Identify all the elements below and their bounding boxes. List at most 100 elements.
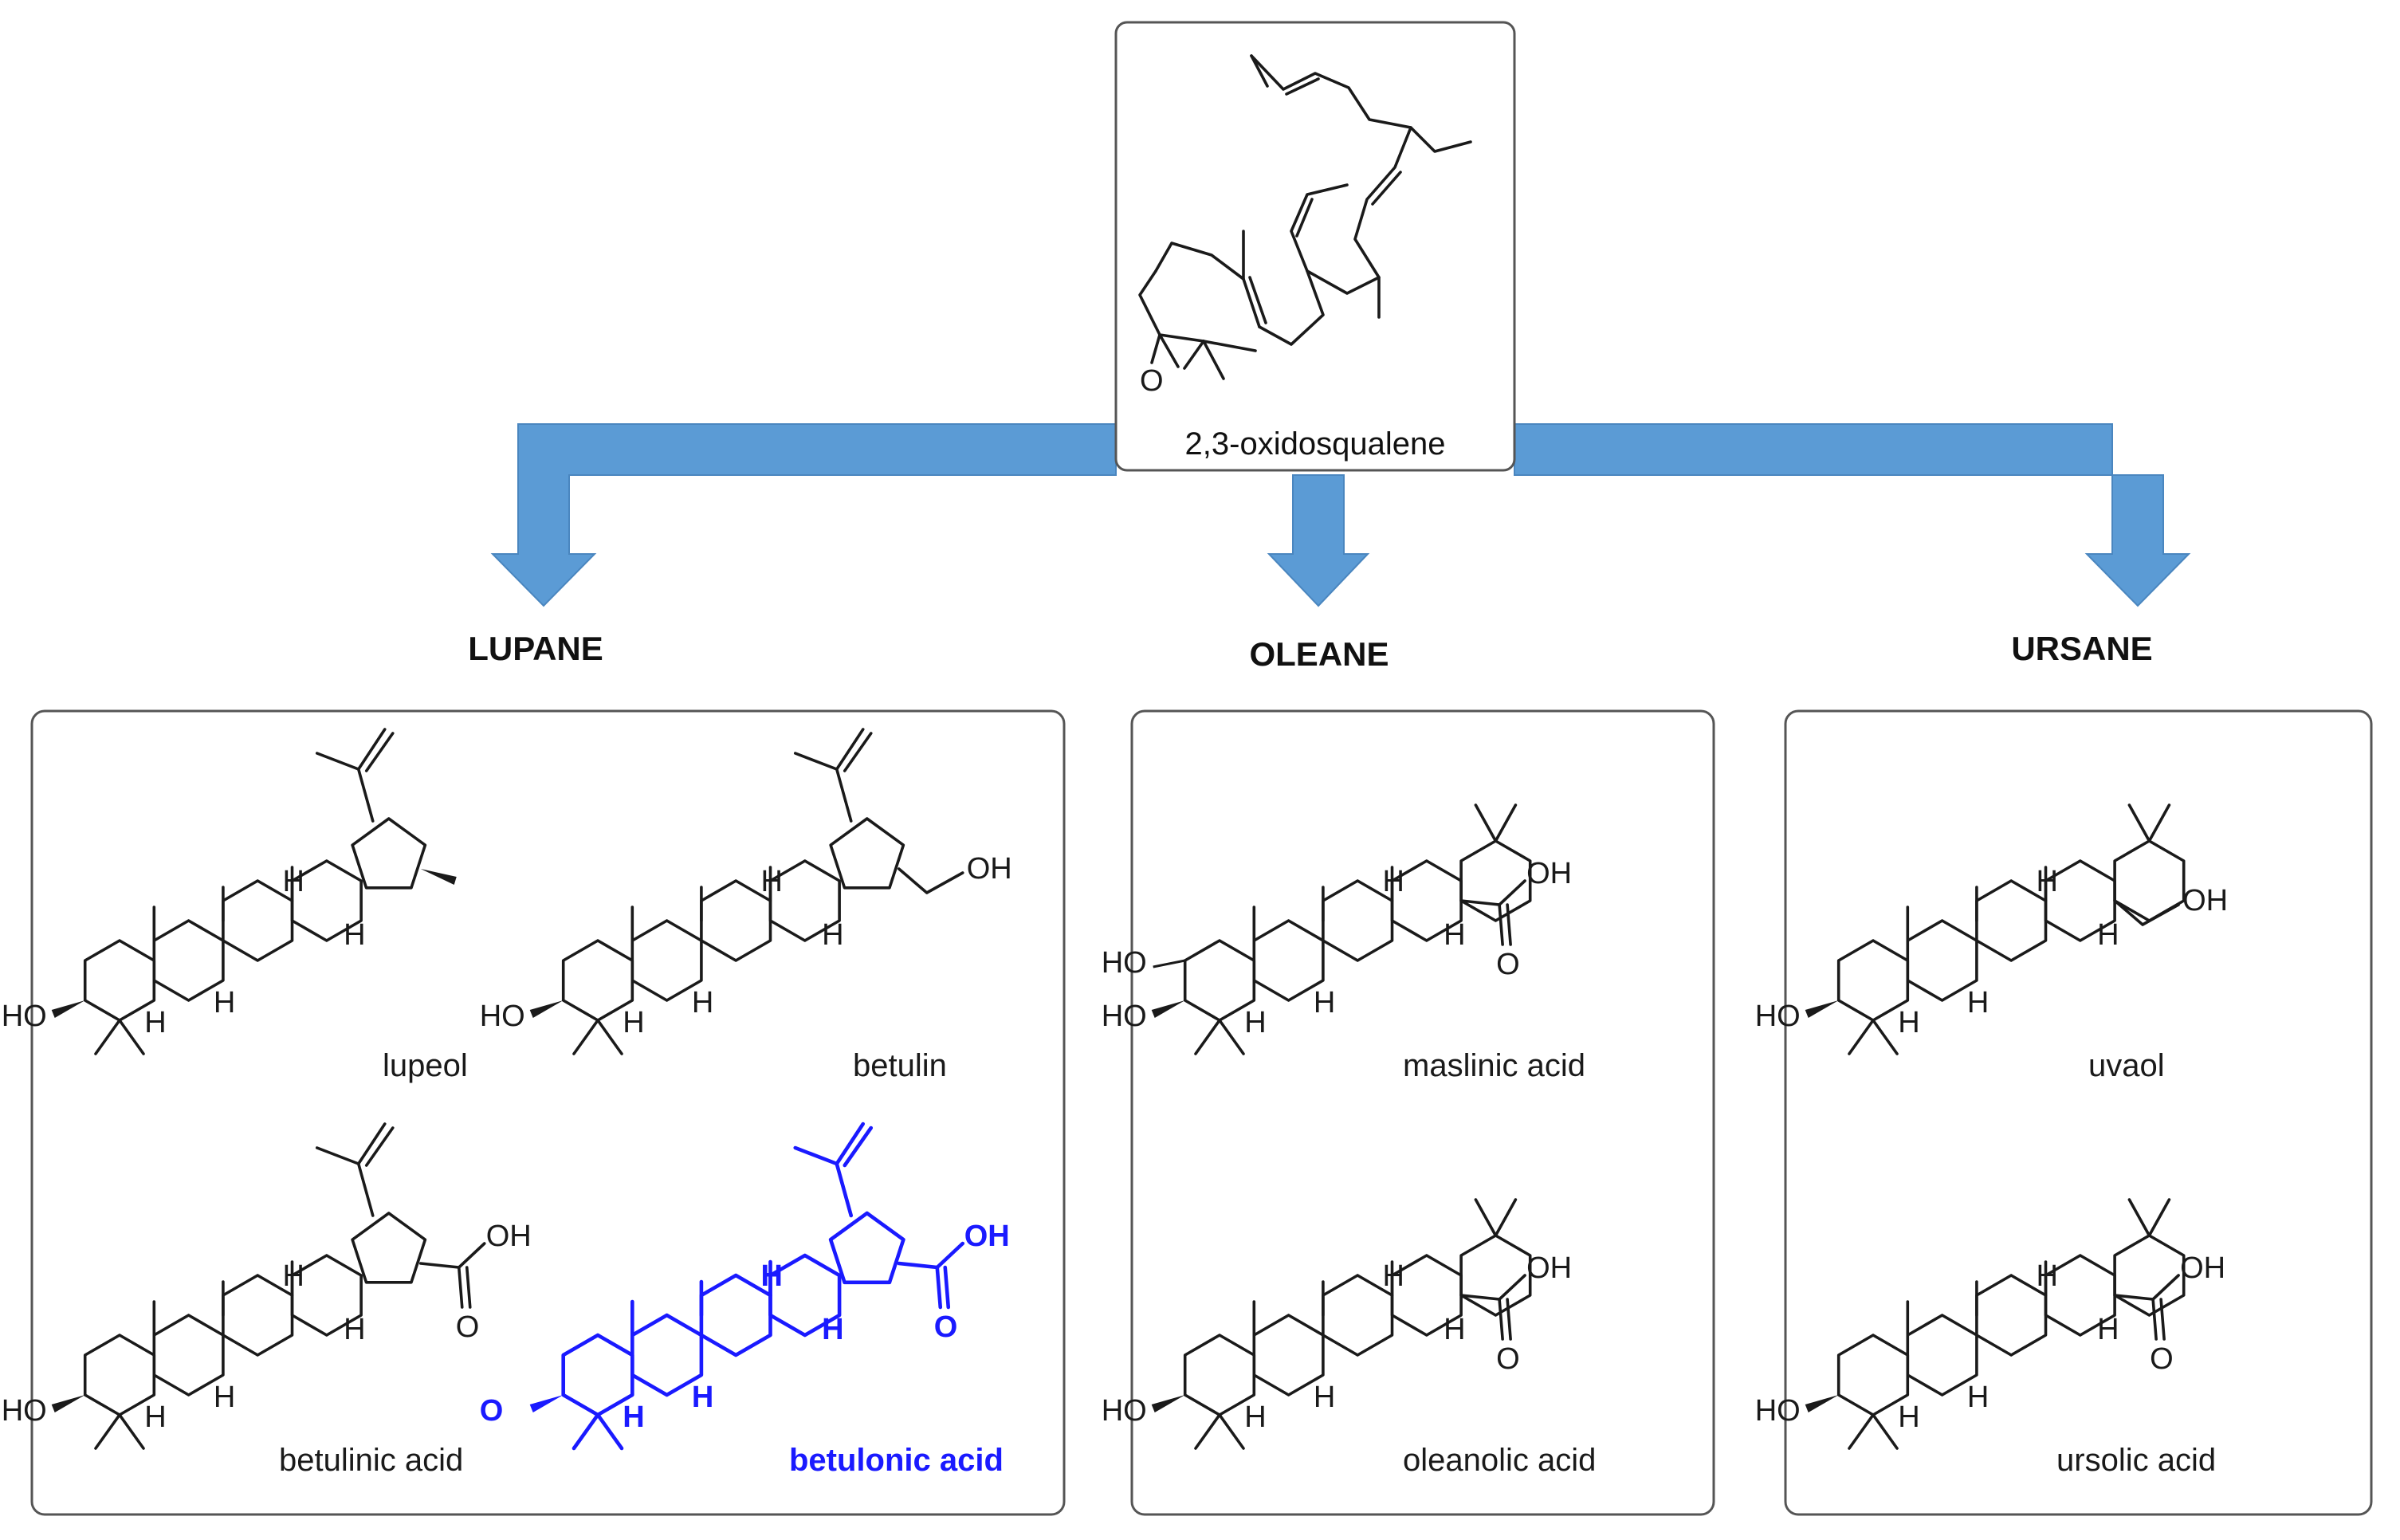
c3-substituent-label: HO: [2, 1394, 47, 1428]
compound-name: betulinic acid: [279, 1443, 463, 1478]
h-atom-label: H: [1967, 986, 1989, 1019]
carboxyl-bond: [1459, 1294, 1501, 1301]
methyl-wedge: [420, 869, 457, 885]
arrow-to-lupane: [490, 423, 1117, 607]
methyl-bond: [572, 1412, 600, 1451]
c3-substituent-label: HO: [1755, 1000, 1801, 1033]
h-atom-label: H: [761, 865, 783, 898]
methyl-bond: [1872, 1019, 1899, 1055]
oh-label: OH: [964, 1220, 1010, 1253]
family-label-ursane: URSANE: [2011, 630, 2152, 667]
h-atom-label: H: [1314, 1381, 1335, 1414]
oxidosqualene-structure: O: [1138, 54, 1472, 398]
h-atom-label: H: [144, 1006, 166, 1039]
carboxyl-bond: [897, 1261, 940, 1270]
methyl-bond: [1218, 1413, 1245, 1450]
methyl-bond: [1194, 1413, 1221, 1450]
methyl-bond: [1848, 1019, 1875, 1055]
carbonyl-bond: [1498, 903, 1504, 946]
h-atom-label: H: [2097, 918, 2119, 952]
hash-bond: [1153, 959, 1185, 968]
carbonyl-bond: [465, 1266, 472, 1309]
methyl-bond: [1474, 803, 1498, 843]
arrow-to-ursane: [1514, 423, 2191, 607]
carboxyl-bond: [1459, 899, 1501, 906]
carbonyl-bond: [1498, 1298, 1504, 1341]
h-atom-label: H: [214, 986, 235, 1019]
oh-label: OH: [967, 852, 1012, 886]
isopropenyl-bond: [364, 1126, 395, 1167]
methyl-bond: [94, 1019, 121, 1055]
wedge-bond: [1805, 1000, 1839, 1018]
ring-bond: [351, 817, 427, 890]
oh-label: OH: [486, 1220, 532, 1253]
o-label: O: [2150, 1342, 2174, 1376]
methyl-bond: [1494, 1198, 1518, 1237]
hydroxymethyl-bond: [897, 867, 964, 894]
h-atom-label: H: [283, 1259, 304, 1293]
wedge-bond: [529, 1395, 564, 1412]
precursor-o-atom: O: [1140, 364, 1164, 398]
h-atom-label: H: [1967, 1381, 1989, 1414]
lupane-panel: [30, 709, 1066, 1516]
methyl-bond: [2127, 1198, 2151, 1237]
wedge-bond: [51, 1395, 85, 1412]
arrow-to-oleane: [1267, 474, 1370, 607]
methyl-bond: [572, 1019, 599, 1055]
carboxyl-bond: [2113, 1294, 2155, 1301]
ursane-panel: [1784, 709, 2373, 1516]
h-atom-label: H: [623, 1401, 644, 1434]
isopropenyl-bond: [356, 728, 387, 771]
h-atom-label: H: [1444, 918, 1465, 952]
compound-name: betulin: [853, 1048, 947, 1083]
oh-label: OH: [1526, 857, 1572, 890]
isopropenyl-bond: [364, 732, 395, 772]
h-atom-label: H: [344, 918, 365, 952]
ring-bond: [1459, 1234, 1532, 1317]
h-atom-label: H: [1314, 986, 1335, 1019]
carbonyl-bond: [2151, 1298, 2158, 1341]
o-label: O: [1496, 1342, 1520, 1376]
h-atom-label: H: [2037, 1259, 2058, 1293]
carboxyl-bond: [2151, 1274, 2180, 1301]
h-atom-label: H: [761, 1259, 783, 1293]
isopropenyl-bond: [843, 732, 873, 772]
carbonyl-bond: [943, 1265, 951, 1310]
oh-label: OH: [1526, 1251, 1572, 1285]
h-atom-label: H: [144, 1401, 166, 1434]
h-atom-label: H: [1244, 1401, 1266, 1434]
ring-bond: [2113, 1234, 2186, 1317]
c3-substituent-label: HO: [1755, 1394, 1801, 1428]
h-atom-label: H: [1444, 1313, 1465, 1346]
h-atom-label: H: [1898, 1401, 1919, 1434]
h-atom-label: H: [2037, 865, 2058, 898]
oleane-panel: [1130, 709, 1715, 1516]
h-atom-label: H: [1898, 1006, 1919, 1039]
c3-substituent-label: HO: [1102, 1000, 1147, 1033]
carboxyl-bond: [418, 1262, 461, 1269]
c2-substituent-label: HO: [1102, 946, 1147, 980]
compound-name: maslinic acid: [1403, 1048, 1585, 1083]
wedge-bond: [529, 1000, 564, 1018]
h-atom-label: H: [692, 1381, 713, 1414]
methyl-bond: [94, 1413, 121, 1450]
methyl-bond: [595, 1412, 624, 1451]
h-atom-label: H: [283, 865, 304, 898]
carbonyl-bond: [1506, 903, 1512, 946]
methyl-bond: [596, 1019, 623, 1055]
hydroxymethyl-bond: [2113, 899, 2180, 926]
c3-substituent-label: HO: [480, 1000, 525, 1033]
methyl-bond: [1194, 1019, 1221, 1055]
h-atom-label: H: [1383, 865, 1404, 898]
h-atom-label: H: [344, 1313, 365, 1346]
compound-name: betulonic acid: [789, 1443, 1004, 1478]
wedge-bond: [1151, 1395, 1185, 1412]
compound-name: oleanolic acid: [1403, 1443, 1596, 1478]
oh-label: OH: [2182, 884, 2228, 917]
methyl-bond: [2147, 803, 2171, 843]
methyl-bond: [2147, 1198, 2171, 1237]
